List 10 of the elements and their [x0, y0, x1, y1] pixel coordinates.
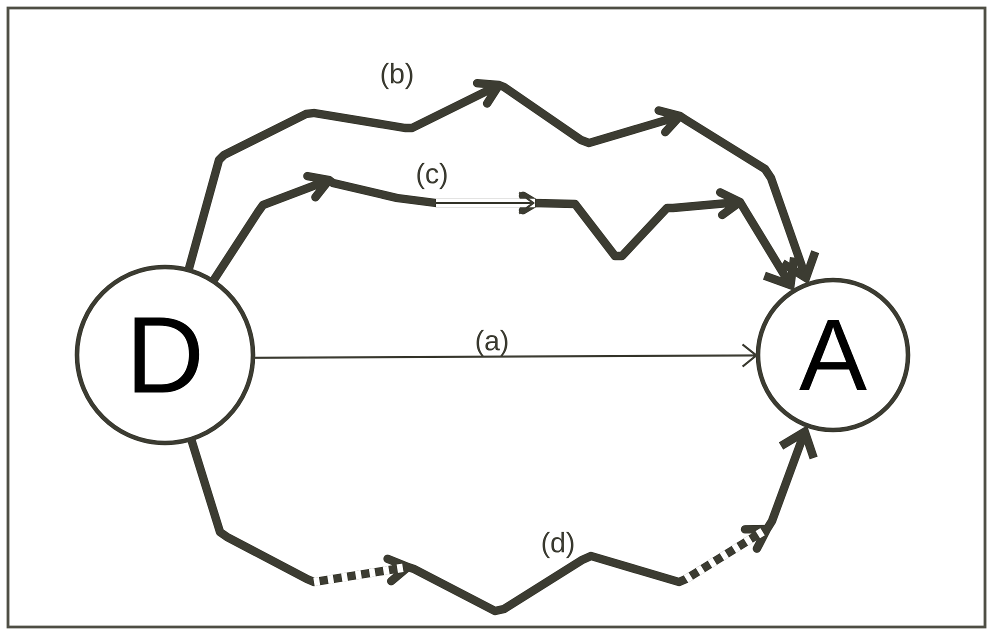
arrow [209, 172, 798, 291]
edge-label: (c) [417, 162, 447, 190]
circle-node: A [756, 278, 910, 432]
edge-label: (d) [542, 532, 574, 558]
edge-label: (b) [382, 62, 412, 90]
arrow [184, 78, 820, 284]
edge-label: (a) [476, 330, 508, 356]
circle-node: D [74, 264, 256, 446]
arrow [253, 344, 758, 368]
arrow [187, 425, 818, 616]
